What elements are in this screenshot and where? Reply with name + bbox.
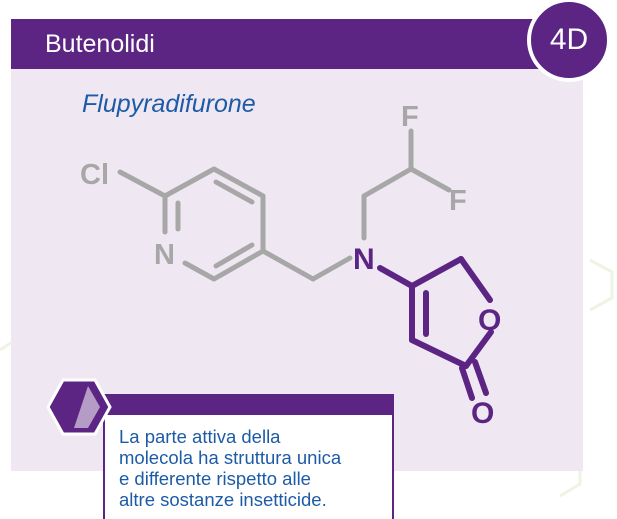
- header-title: Butenolidi: [45, 30, 155, 58]
- bond-ring-2: [211, 166, 266, 199]
- bond-c4-c5: [409, 256, 464, 289]
- bond-n-butenolide: [377, 265, 415, 289]
- atom-f-top: F: [401, 101, 419, 133]
- header-bar: [11, 19, 583, 69]
- atom-o-carbonyl: O: [471, 397, 494, 430]
- callout-line: altre sostanze insetticide.: [119, 489, 327, 510]
- callout-box: La parte attiva della molecola ha strutt…: [103, 415, 394, 519]
- bond-ring-5: [182, 260, 217, 282]
- inactive-bonds: [117, 128, 452, 282]
- bond-linker-1: [260, 248, 316, 282]
- atom-n-pyridine: N: [154, 239, 175, 271]
- category-badge: 4D: [527, 0, 611, 82]
- bond-ring-2-inner: [213, 179, 255, 205]
- bond-c2-o-right: [472, 359, 489, 396]
- bond-o-c2: [463, 329, 494, 369]
- callout-line: e differente rispetto alle: [119, 468, 311, 489]
- bond-ring-4-inner: [213, 242, 255, 269]
- bond-linker-2: [310, 255, 353, 282]
- bond-c5-o: [458, 256, 493, 303]
- callout-header-bar: [103, 394, 394, 415]
- atom-n-amine: N: [353, 243, 375, 276]
- compound-name: Flupyradifurone: [82, 90, 256, 118]
- bond-c3-c2: [409, 337, 469, 369]
- callout-line: molecola ha struttura unica: [119, 447, 342, 468]
- bond-ring-4: [211, 248, 266, 282]
- bond-c2-o-left: [459, 365, 475, 401]
- active-bonds: [377, 256, 494, 401]
- hexagon-marker-icon: [46, 378, 112, 436]
- atom-cl: Cl: [80, 159, 109, 191]
- callout-line: La parte attiva della: [119, 426, 281, 447]
- bond-ring-1: [162, 166, 217, 199]
- bond-ethyl-chf2: [361, 166, 414, 199]
- callout-text: La parte attiva della molecola ha strutt…: [119, 426, 389, 510]
- atom-o-ring: O: [478, 304, 501, 337]
- bond-f-right: [408, 166, 452, 193]
- bond-cl: [117, 169, 168, 199]
- atom-f-right: F: [449, 185, 467, 217]
